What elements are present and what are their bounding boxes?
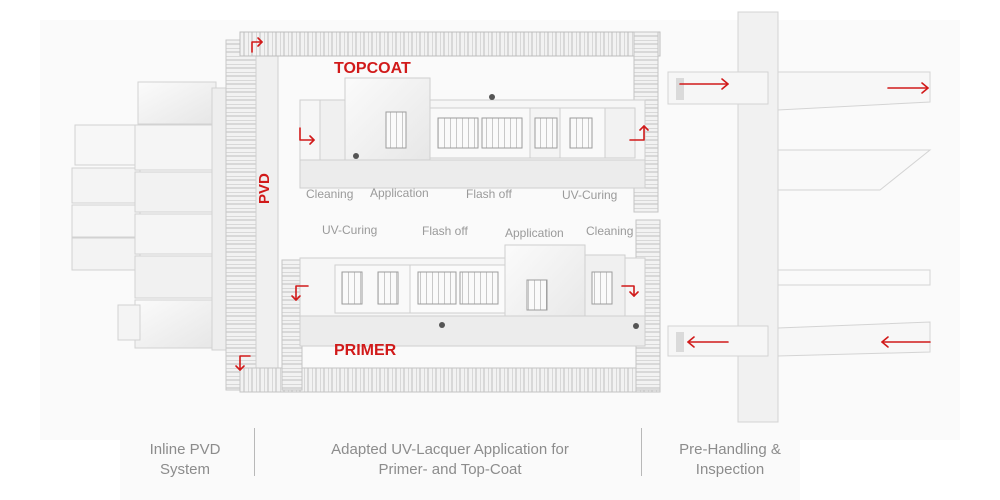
caption-pre-handling: Pre-Handling & Inspection [650, 440, 810, 480]
primer-station-uv-curing: UV-Curing [322, 223, 378, 237]
pvd-label: PVD [256, 173, 273, 204]
topcoat-station-flash-off: Flash off [466, 187, 512, 201]
caption-pre-handling-line2: Inspection [695, 461, 765, 478]
primer-station-flash-off: Flash off [422, 224, 468, 238]
topcoat-station-cleaning: Cleaning [306, 187, 354, 201]
caption-inline-pvd-line1: Inline PVD [149, 441, 221, 458]
caption-uv-lacquer: Adapted UV-Lacquer Application for Prime… [280, 440, 620, 480]
topcoat-label: TOPCOAT [334, 60, 411, 77]
caption-divider-left [254, 428, 255, 476]
caption-divider-right [641, 428, 642, 476]
primer-station-application: Application [505, 226, 564, 240]
topcoat-station-uv-curing: UV-Curing [562, 188, 618, 202]
primer-label: PRIMER [334, 342, 397, 359]
primer-station-cleaning: Cleaning [586, 224, 634, 238]
caption-pre-handling-line1: Pre-Handling & [679, 441, 781, 458]
topcoat-station-application: Application [370, 186, 429, 200]
caption-inline-pvd-line2: System [159, 461, 210, 478]
pvd-system-blocks [71, 81, 235, 351]
caption-inline-pvd: Inline PVD System [120, 440, 250, 480]
caption-uv-lacquer-line2: Primer- and Top-Coat [378, 461, 522, 478]
caption-uv-lacquer-line1: Adapted UV-Lacquer Application for [331, 441, 569, 458]
